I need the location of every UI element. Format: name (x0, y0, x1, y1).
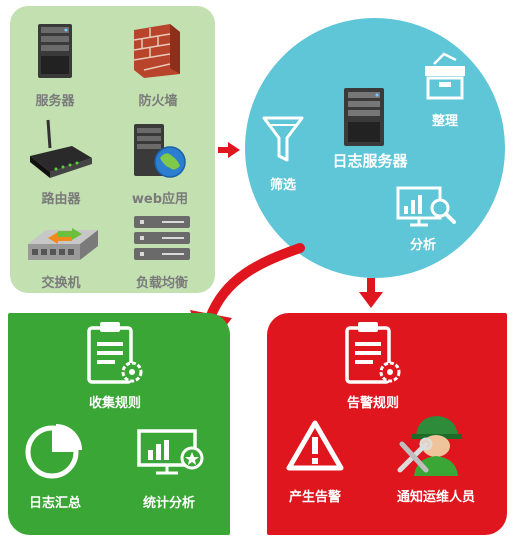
log-server-icon (344, 88, 384, 146)
log-server-title: 日志服务器 (332, 152, 408, 170)
organize-label: 整理 (431, 114, 458, 129)
chart-magnifier-icon (396, 186, 456, 227)
load-balancer-label: 负载均衡 (135, 276, 188, 291)
router-icon (30, 119, 92, 178)
arrow-down-icon (359, 278, 383, 308)
router-label: 路由器 (41, 192, 81, 207)
server-icon (38, 24, 72, 78)
server-label: 服务器 (35, 94, 75, 109)
notify-ops-label: 通知运维人员 (396, 490, 475, 505)
pie-chart-icon (25, 424, 82, 479)
switch-icon (28, 228, 98, 260)
switch-label: 交换机 (41, 276, 81, 291)
raise-alert-label: 产生告警 (288, 490, 341, 505)
collect-rules-label: 收集规则 (88, 396, 141, 411)
analyze-label: 分析 (409, 238, 436, 253)
filter-icon (262, 116, 304, 162)
log-summary-label: 日志汇总 (28, 496, 81, 511)
firewall-icon (133, 24, 180, 78)
firewall-label: 防火墙 (138, 94, 178, 109)
web-app-label: web应用 (131, 192, 189, 207)
alert-rules-label: 告警规则 (346, 396, 399, 411)
warning-icon (286, 420, 344, 471)
arrow-right-icon (218, 142, 240, 158)
clipboard-gear-icon (87, 322, 143, 384)
alert-panel (267, 313, 507, 535)
filter-label: 筛选 (269, 178, 296, 193)
storage-panel (8, 313, 230, 535)
ops-engineer-icon (397, 416, 462, 476)
alert-clipboard-icon (345, 322, 401, 384)
web-server-icon (134, 124, 186, 178)
stat-analysis-label: 统计分析 (142, 496, 195, 511)
archive-box-icon (425, 52, 465, 100)
load-balancer-icon (134, 216, 190, 260)
monitor-chart-icon (137, 429, 204, 475)
